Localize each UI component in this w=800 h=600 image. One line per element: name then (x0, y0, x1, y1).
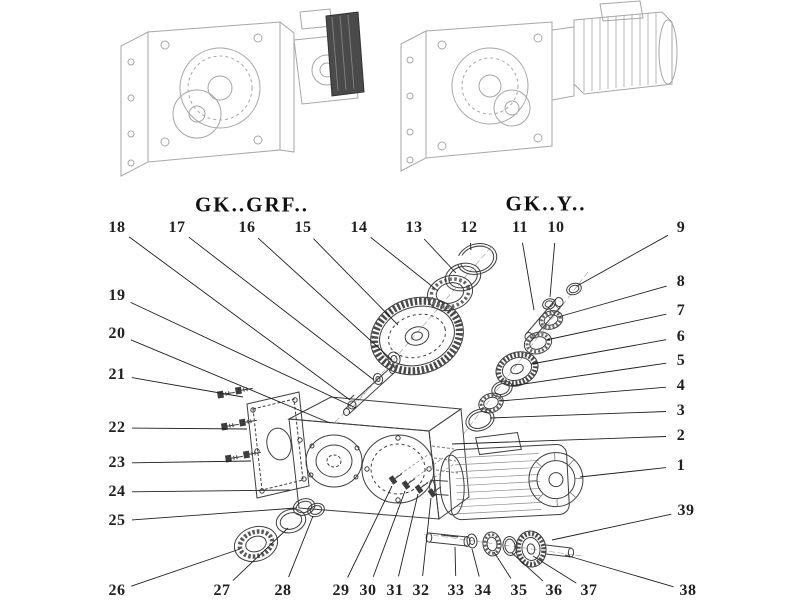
leader-line-29 (347, 485, 393, 578)
motor-drawing (573, 0, 678, 95)
leader-line-9 (576, 234, 669, 287)
leader-line-3 (489, 411, 667, 419)
leader-line-38 (564, 554, 674, 588)
leader-line-20 (130, 339, 331, 424)
cover-plate (246, 391, 310, 499)
leader-line-18 (128, 236, 351, 401)
model-label-grf: GK..GRF.. (194, 192, 310, 217)
leader-line-22 (131, 427, 248, 430)
leader-line-30 (372, 490, 406, 578)
leader-line-39 (551, 513, 672, 541)
leader-line-27 (232, 527, 289, 581)
leader-line-19 (130, 301, 357, 409)
assembled-view-grf-drawing (120, 8, 365, 177)
leader-line-2 (451, 436, 667, 445)
leader-line-13 (423, 238, 457, 274)
mounting-bolts (388, 451, 455, 498)
input-cover-dark (325, 11, 365, 97)
assembled-view-y-drawing (400, 0, 678, 172)
leader-line-6 (530, 339, 667, 365)
leader-line-33 (454, 546, 457, 577)
leader-line-21 (131, 377, 244, 398)
leader-line-24 (131, 489, 291, 493)
electric-motor (429, 431, 584, 521)
seal-rings (233, 498, 325, 563)
leader-line-10 (549, 242, 556, 298)
exploded-view-drawing (216, 243, 589, 568)
leader-line-23 (131, 460, 252, 464)
main-gear-stack (370, 243, 498, 376)
output-shaft-assembly (425, 530, 575, 568)
leader-line-16 (257, 237, 393, 361)
leader-line-37 (532, 555, 577, 584)
leader-line-12 (469, 242, 472, 251)
leader-line-17 (188, 236, 375, 381)
leader-line-14 (370, 237, 439, 292)
leader-line-11 (522, 242, 535, 311)
model-label-y: GK..Y.. (505, 191, 587, 216)
leader-line-31 (398, 493, 419, 577)
leader-line-34 (471, 548, 480, 577)
leader-line-26 (131, 548, 241, 587)
gearbox-housing (287, 394, 470, 520)
leader-line-4 (499, 386, 667, 402)
leader-line-35 (493, 551, 512, 579)
leader-line-1 (579, 467, 667, 478)
leader-line-28 (288, 515, 314, 578)
leader-line-5 (509, 362, 667, 387)
leader-lines (128, 234, 674, 588)
leader-line-7 (545, 313, 667, 341)
leader-line-36 (511, 552, 544, 582)
leader-line-32 (422, 497, 432, 577)
leader-line-8 (557, 285, 667, 318)
leader-line-15 (313, 238, 399, 326)
leader-line-25 (131, 507, 297, 521)
